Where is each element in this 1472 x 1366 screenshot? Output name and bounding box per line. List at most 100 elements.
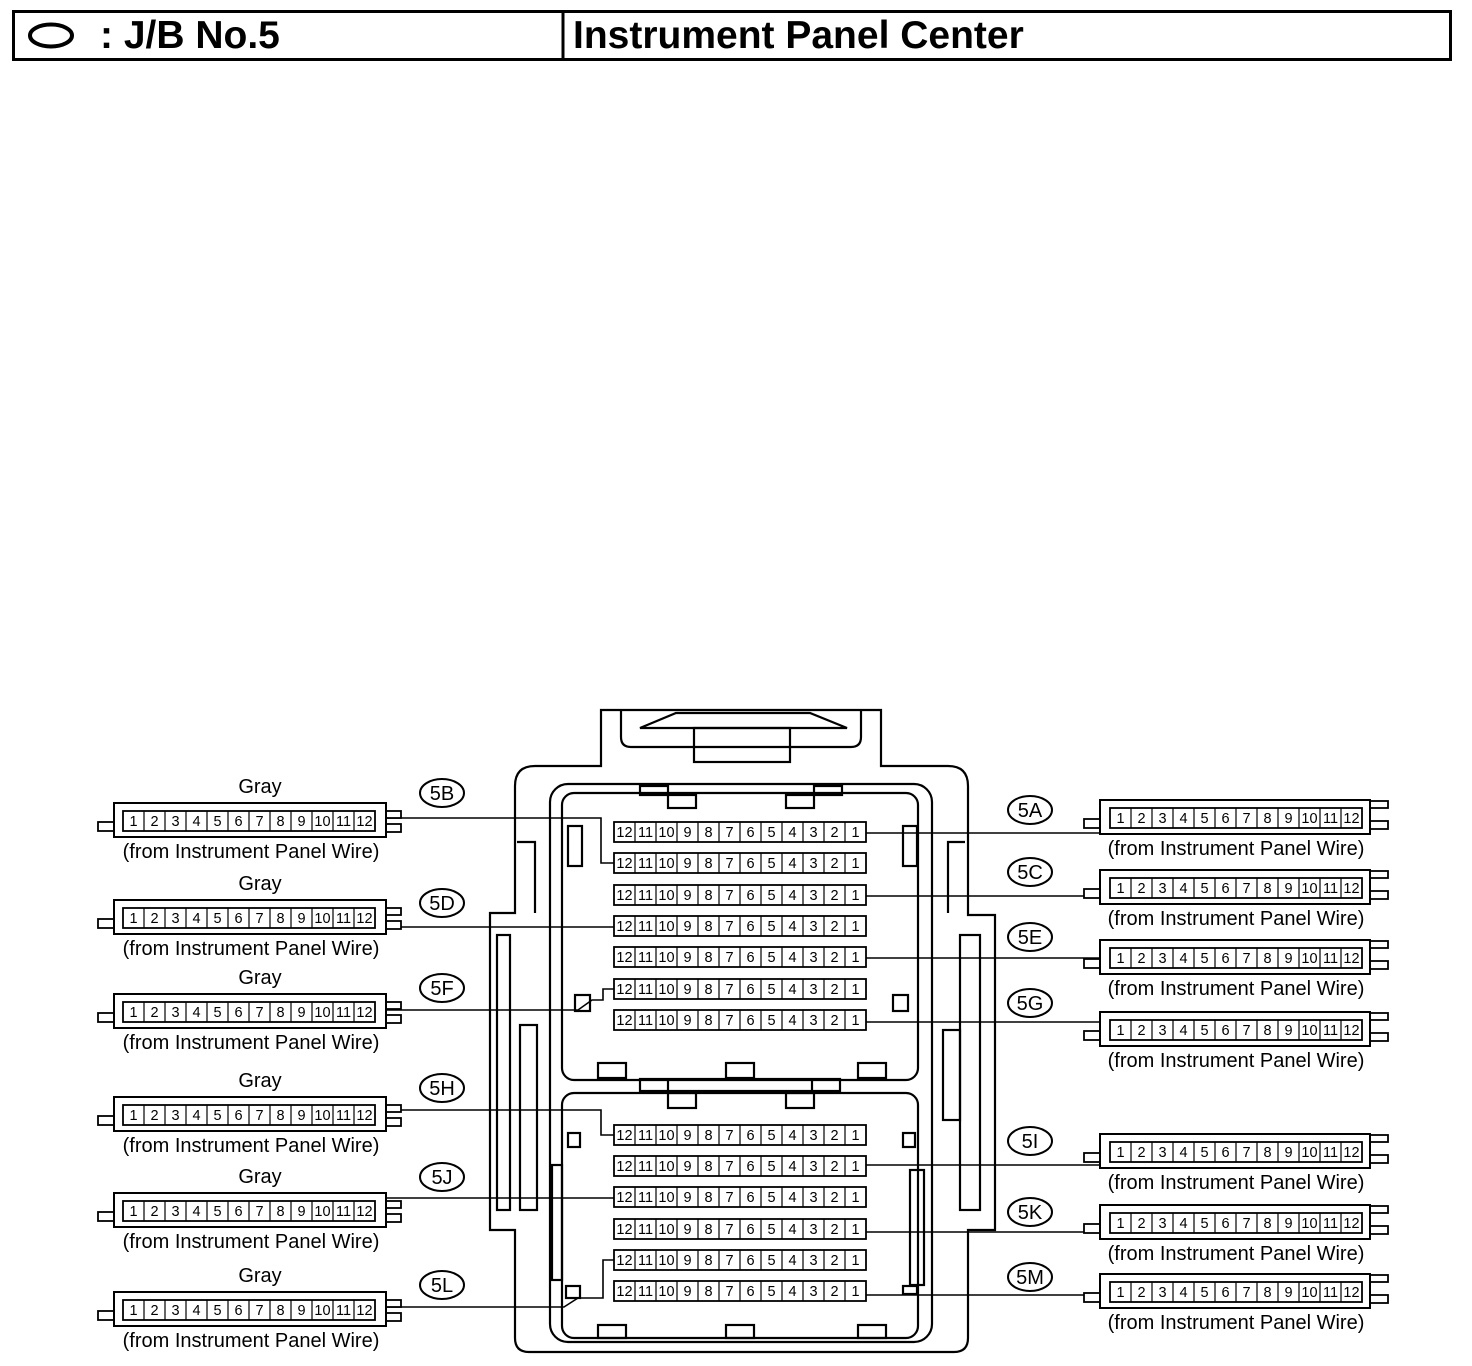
connector-terminal-number: 11 bbox=[336, 1204, 351, 1220]
connector-terminal-number: 11 bbox=[1323, 1023, 1338, 1039]
connector-terminal-number: 2 bbox=[1137, 1145, 1145, 1161]
connector-terminal-number: 5 bbox=[1200, 1285, 1208, 1301]
block-terminal-number: 11 bbox=[638, 919, 653, 935]
wire-5L bbox=[386, 1259, 614, 1308]
connector-terminal-number: 4 bbox=[1179, 1216, 1187, 1232]
connector-latch bbox=[1369, 1032, 1389, 1042]
connector-terminal-number: 8 bbox=[1263, 1216, 1271, 1232]
top-latch-ramp bbox=[639, 711, 848, 730]
block-terminal-number: 9 bbox=[683, 825, 691, 841]
locator-slot bbox=[901, 1131, 917, 1149]
connector-terminal-number: 7 bbox=[255, 1108, 263, 1124]
connector-latch bbox=[385, 810, 402, 819]
connector-terminal-number: 5 bbox=[1200, 1145, 1208, 1161]
block-terminal-number: 1 bbox=[851, 1222, 859, 1238]
connector-terminal-number: 8 bbox=[276, 1303, 284, 1319]
connector-terminal-number: 2 bbox=[1137, 1023, 1145, 1039]
connector-latch bbox=[385, 920, 402, 930]
block-terminal-number: 10 bbox=[658, 950, 674, 966]
connector-terminal-number: 5 bbox=[1200, 1023, 1208, 1039]
connector-terminal-number: 4 bbox=[192, 1108, 200, 1124]
connector-terminal-number: 4 bbox=[1179, 1145, 1187, 1161]
connector-id: 5J bbox=[431, 1167, 452, 1189]
block-terminal-number: 10 bbox=[658, 825, 674, 841]
block-terminal-number: 7 bbox=[725, 888, 733, 904]
block-terminal-number: 9 bbox=[683, 856, 691, 872]
block-terminal-number: 4 bbox=[788, 919, 796, 935]
block-terminal-number: 3 bbox=[809, 825, 817, 841]
connector-latch bbox=[97, 1115, 115, 1126]
connector-id: 5F bbox=[430, 978, 453, 1000]
side-guide bbox=[958, 933, 982, 1212]
connector-latch bbox=[97, 821, 115, 832]
wire-5F bbox=[386, 988, 614, 1011]
connector-latch bbox=[1369, 1205, 1389, 1214]
block-terminal-number: 4 bbox=[788, 1128, 796, 1144]
block-terminal-number: 6 bbox=[746, 1222, 754, 1238]
connector-terminal-number: 3 bbox=[1158, 811, 1166, 827]
connector-terminal-number: 6 bbox=[234, 1108, 242, 1124]
block-terminal-number: 2 bbox=[830, 1190, 838, 1206]
block-terminal-number: 5 bbox=[767, 1222, 775, 1238]
connector-terminal-number: 8 bbox=[276, 1204, 284, 1220]
connector-terminal-number: 4 bbox=[1179, 1023, 1187, 1039]
connector-terminal-number: 9 bbox=[297, 1204, 305, 1220]
connector-id-badge bbox=[1007, 1197, 1053, 1227]
top-latch-lock bbox=[692, 726, 792, 764]
housing-rib bbox=[812, 784, 844, 797]
connector-id-badge bbox=[1007, 922, 1053, 952]
connector-terminal-number: 1 bbox=[129, 1303, 137, 1319]
housing-rib bbox=[596, 1061, 628, 1080]
connector-terminal-number: 2 bbox=[150, 814, 158, 830]
block-terminal-number: 10 bbox=[658, 1253, 674, 1269]
block-terminal-number: 12 bbox=[616, 982, 632, 998]
connector-caption: (from Instrument Panel Wire) bbox=[1108, 1312, 1365, 1334]
block-terminal-number: 6 bbox=[746, 982, 754, 998]
connector-caption: (from Instrument Panel Wire) bbox=[123, 1231, 380, 1253]
block-terminal-number: 4 bbox=[788, 1284, 796, 1300]
block-terminal-number: 1 bbox=[851, 856, 859, 872]
housing-rib bbox=[666, 1091, 698, 1110]
block-terminal-number: 3 bbox=[809, 1013, 817, 1029]
connector-latch bbox=[1369, 1134, 1389, 1143]
block-terminal-number: 8 bbox=[704, 1013, 712, 1029]
block-terminal-number: 1 bbox=[851, 1190, 859, 1206]
housing-rib bbox=[784, 1091, 816, 1110]
connector-terminal-number: 6 bbox=[1221, 811, 1229, 827]
connector-terminal-number: 5 bbox=[213, 814, 221, 830]
connector-terminal-number: 1 bbox=[129, 1204, 137, 1220]
block-terminal-number: 11 bbox=[638, 1128, 653, 1144]
connector-terminal-number: 8 bbox=[276, 814, 284, 830]
block-terminal-number: 5 bbox=[767, 1128, 775, 1144]
connector-terminal-number: 12 bbox=[356, 1204, 372, 1220]
block-terminal-number: 1 bbox=[851, 825, 859, 841]
wire-5H bbox=[386, 1109, 614, 1136]
connector-terminal-number: 5 bbox=[213, 1108, 221, 1124]
connector-id: 5L bbox=[431, 1275, 453, 1297]
header: : J/B No.5 Instrument Panel Center bbox=[12, 10, 1452, 61]
side-guide bbox=[941, 1028, 962, 1122]
connector-terminal-number: 9 bbox=[297, 1108, 305, 1124]
connector-terminal-number: 6 bbox=[1221, 881, 1229, 897]
connector-terminal-number: 9 bbox=[297, 1303, 305, 1319]
junction-block-label: : J/B No.5 bbox=[100, 14, 280, 57]
block-terminal-number: 7 bbox=[725, 856, 733, 872]
connector-terminal-number: 4 bbox=[192, 911, 200, 927]
block-terminal-number: 1 bbox=[851, 1159, 859, 1175]
connector-terminal-number: 1 bbox=[129, 1108, 137, 1124]
block-terminal-number: 11 bbox=[638, 856, 653, 872]
connector-latch bbox=[385, 1117, 402, 1127]
connector-latch bbox=[1083, 1223, 1101, 1234]
block-terminal-number: 12 bbox=[616, 1159, 632, 1175]
block-terminal-number: 4 bbox=[788, 982, 796, 998]
connector-terminal-number: 3 bbox=[171, 1108, 179, 1124]
connector-terminal-number: 2 bbox=[150, 911, 158, 927]
block-terminal-number: 4 bbox=[788, 856, 796, 872]
connector-terminal-number: 3 bbox=[1158, 1145, 1166, 1161]
connector-terminal-number: 10 bbox=[1301, 1023, 1317, 1039]
